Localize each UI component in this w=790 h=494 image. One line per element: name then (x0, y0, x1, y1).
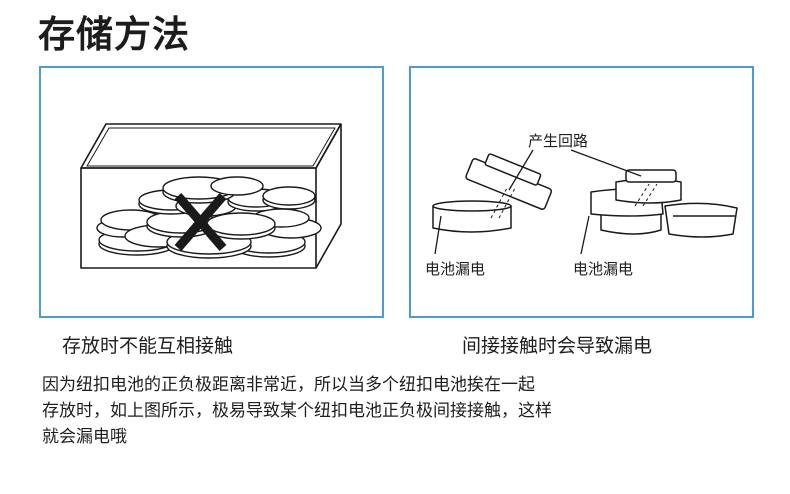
right-illustration-panel: 产生回路 电池漏电 电池漏电 (409, 66, 754, 318)
left-caption: 存放时不能互相接触 (62, 335, 234, 357)
left-illustration-panel (39, 66, 384, 318)
label-leak-left: 电池漏电 (425, 260, 485, 278)
description-line-2: 存放时，如上图所示，极易导致某个纽扣电池正负极间接接触，这样 (42, 401, 552, 421)
description-line-3: 就会漏电哦 (42, 427, 127, 447)
label-circuit: 产生回路 (528, 132, 588, 150)
label-leak-right: 电池漏电 (573, 260, 633, 278)
description-line-1: 因为纽扣电池的正负极距离非常近，所以当多个纽扣电池挨在一起 (42, 375, 535, 395)
description-paragraph: 因为纽扣电池的正负极距离非常近，所以当多个纽扣电池挨在一起 存放时，如上图所示，… (42, 372, 742, 450)
prohibited-cross-icon (174, 193, 227, 251)
page-title: 存储方法 (38, 13, 190, 56)
right-caption: 间接接触时会导致漏电 (462, 335, 653, 357)
battery-leak-illustration: 产生回路 电池漏电 电池漏电 (425, 132, 738, 278)
coins-in-box-illustration (80, 123, 342, 269)
